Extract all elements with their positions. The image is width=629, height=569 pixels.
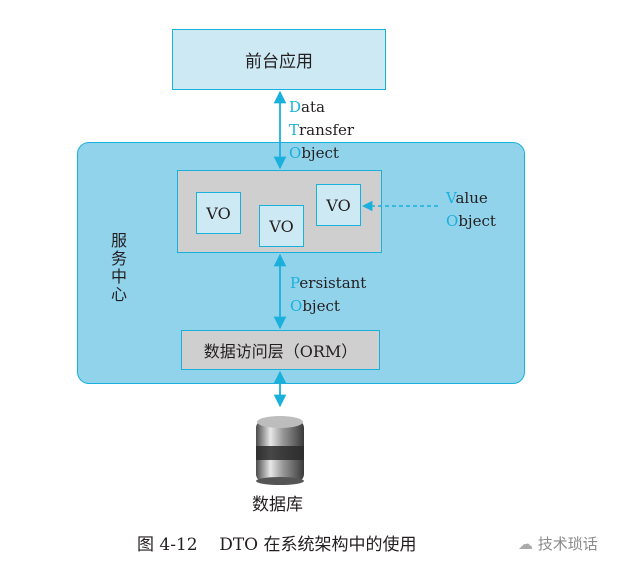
po-rest: bject xyxy=(302,297,340,315)
vo-box: VO xyxy=(259,205,304,247)
wechat-icon: ☁ xyxy=(518,535,538,553)
dto-cap: D xyxy=(289,98,302,116)
data-access-layer-box: 数据访问层（ORM） xyxy=(181,330,380,370)
data-access-layer-label: 数据访问层（ORM） xyxy=(203,342,358,361)
vo-cap: O xyxy=(446,212,459,230)
database-icon xyxy=(256,416,304,485)
front-app-label: 前台应用 xyxy=(245,52,313,72)
dto-rest: bject xyxy=(301,144,339,162)
service-char: 服 xyxy=(110,231,127,250)
service-char: 中 xyxy=(110,267,127,286)
vo-rest: bject xyxy=(458,212,496,230)
po-cap: O xyxy=(290,297,303,315)
front-app-box: 前台应用 xyxy=(172,29,386,90)
dto-label: Data Transfer Object xyxy=(289,96,354,165)
watermark: ☁ 技术琐话 xyxy=(518,533,598,554)
service-center-label: 服 务 中 心 xyxy=(109,232,129,304)
po-cap: P xyxy=(290,274,300,292)
dto-rest: ata xyxy=(301,98,325,116)
value-object-label: Value Object xyxy=(446,187,496,233)
persistent-object-label: Persistant Object xyxy=(290,272,366,318)
dto-cap: T xyxy=(289,121,300,139)
po-rest: ersistant xyxy=(299,274,367,292)
dto-cap: O xyxy=(289,144,302,162)
dto-rest: ransfer xyxy=(299,121,355,139)
service-char: 心 xyxy=(110,285,127,304)
vo-label: VO xyxy=(206,203,231,223)
service-char: 务 xyxy=(110,249,127,268)
vo-rest: alue xyxy=(455,189,488,207)
vo-box: VO xyxy=(316,184,361,226)
watermark-text: 技术琐话 xyxy=(537,535,598,553)
vo-cap: V xyxy=(446,189,456,207)
database-label: 数据库 xyxy=(252,495,303,515)
figure-caption: 图 4-12 DTO 在系统架构中的使用 xyxy=(137,535,417,555)
vo-label: VO xyxy=(326,195,351,215)
vo-label: VO xyxy=(269,216,294,236)
vo-box: VO xyxy=(196,192,241,234)
